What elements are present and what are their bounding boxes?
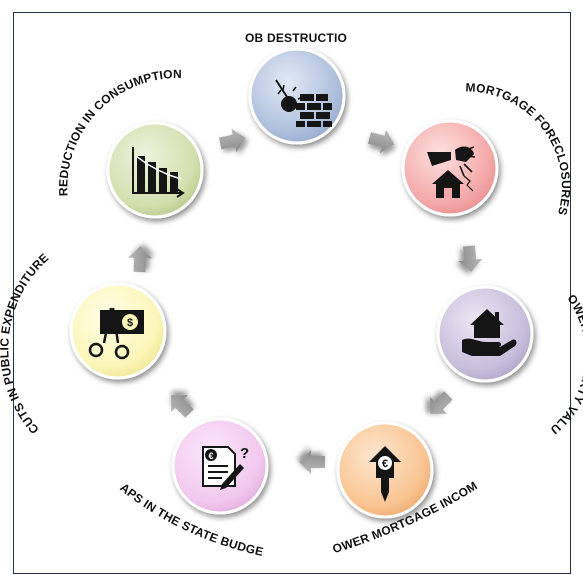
label-cuts-public-expenditure: CUTS IN PUBLIC EXPENDITURE: [0, 250, 51, 436]
scissors-cutting-money-icon: $: [88, 307, 144, 360]
svg-text:€: €: [208, 451, 213, 461]
house-in-hand-icon: [462, 309, 517, 356]
stage-circle-mortgage-foreclosures: [401, 119, 499, 217]
svg-text:?: ?: [240, 445, 249, 462]
arrow-2: [367, 129, 395, 154]
declining-bar-chart-icon: [132, 147, 185, 198]
arrow-7: [128, 246, 153, 273]
svg-text:$: $: [127, 317, 133, 329]
label-job-destruction: JOB DESTRUCTION: [0, 0, 347, 45]
arrow-6: [171, 395, 194, 418]
house-demolition-hand-icon: [427, 146, 476, 198]
stage-circle-job-destruction: [248, 47, 346, 145]
arrow-1: [219, 128, 246, 153]
svg-text:€: €: [382, 458, 388, 470]
arrow-3: [458, 245, 483, 272]
wrecking-ball-wall-icon: [275, 79, 332, 127]
euro-document-question-icon: € ?: [202, 445, 249, 490]
arrow-5: [299, 450, 325, 474]
euro-house-arrow-down-icon: €: [369, 446, 401, 502]
arrow-4: [430, 391, 453, 414]
